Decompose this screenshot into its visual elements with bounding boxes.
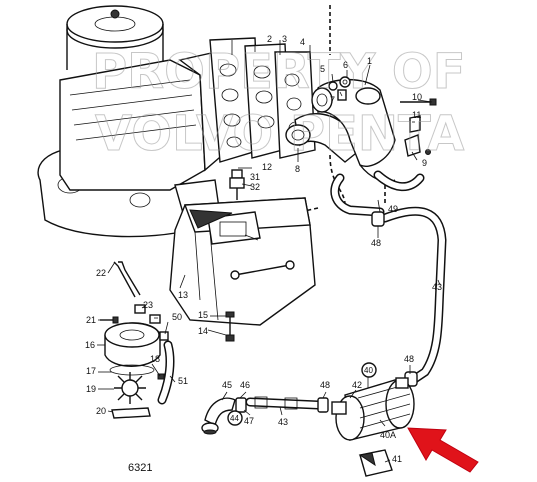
callout-18: 18 <box>150 354 160 364</box>
callout-14: 14 <box>198 326 208 336</box>
hose-49 <box>330 170 425 217</box>
oil-tank <box>169 169 316 342</box>
callout-48-right: 48 <box>404 354 414 364</box>
callout-10: 10 <box>412 92 422 102</box>
figure-number: 6321 <box>128 462 152 474</box>
callout-20: 20 <box>96 406 106 416</box>
callout-19: 19 <box>86 384 96 394</box>
callout-9: 9 <box>422 158 427 168</box>
callout-41: 41 <box>392 454 402 464</box>
callout-17: 17 <box>86 366 96 376</box>
pump-impeller <box>114 372 146 404</box>
callout-31: 31 <box>250 172 260 182</box>
callout-45: 45 <box>222 380 232 390</box>
callout-32: 32 <box>250 182 260 192</box>
callout-6: 6 <box>343 60 348 70</box>
callout-51: 51 <box>178 376 188 386</box>
callout-16: 16 <box>85 340 95 350</box>
muffler <box>331 377 415 441</box>
callout-50: 50 <box>172 312 182 322</box>
callout-4: 4 <box>300 37 305 47</box>
callout-3: 3 <box>282 34 287 44</box>
callout-43-lower: 43 <box>278 417 288 427</box>
muffler-bracket <box>358 449 393 477</box>
oil-pump-assembly <box>100 261 175 419</box>
watermark-line-1: PROPERTY OF <box>92 44 466 100</box>
exhaust-manifold <box>311 76 437 183</box>
callout-12: 12 <box>262 162 272 172</box>
callout-15: 15 <box>198 310 208 320</box>
callout-43-upper: 43 <box>432 282 442 292</box>
callout-5: 5 <box>320 64 325 74</box>
leader-lines <box>97 40 441 463</box>
callout-circle-44 <box>227 410 243 426</box>
callout-labels: 1 2 3 4 5 6 7 8 9 10 11 12 13 14 15 16 1… <box>85 34 442 464</box>
callout-2: 2 <box>267 34 272 44</box>
callout-23: 23 <box>143 300 153 310</box>
callout-48-mid: 48 <box>320 380 330 390</box>
callout-49: 49 <box>388 204 398 214</box>
exhaust-gasket-stack <box>209 37 361 163</box>
callout-42: 42 <box>352 380 362 390</box>
callout-46: 46 <box>240 380 250 390</box>
callout-40a: 40A <box>380 430 396 440</box>
callout-7: 7 <box>330 95 335 105</box>
watermark-line-2: VOLVO PENTA <box>95 106 464 162</box>
callout-11: 11 <box>412 110 421 120</box>
callout-21: 21 <box>86 315 96 325</box>
callout-44: 44 <box>230 414 239 423</box>
callout-8: 8 <box>295 164 300 174</box>
callout-48-top: 48 <box>371 238 381 248</box>
callout-circle-40 <box>361 362 377 378</box>
callout-13: 13 <box>178 290 188 300</box>
watermark: PROPERTY OF VOLVO PENTA <box>92 44 467 163</box>
callout-22: 22 <box>96 268 106 278</box>
callout-47: 47 <box>244 416 254 426</box>
highlight-arrow <box>407 427 479 473</box>
callout-40: 40 <box>364 366 373 375</box>
callout-1: 1 <box>367 56 372 66</box>
lower-hose-assembly <box>201 396 329 435</box>
